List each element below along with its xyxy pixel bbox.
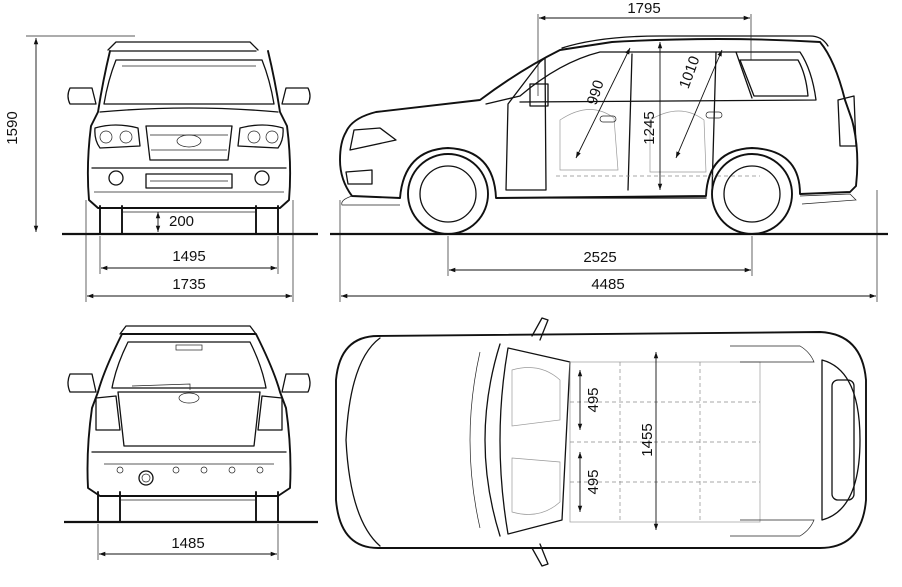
dim-overall-length-label: 4485 — [591, 276, 624, 293]
dim-ground-clearance-label: 200 — [169, 213, 194, 230]
front-view: 1590 200 1495 1735 — [4, 35, 318, 302]
dim-wheelbase-label: 2525 — [583, 249, 616, 266]
dim-interior-height-label: 1245 — [641, 111, 658, 144]
dim-roof-length-label: 1795 — [627, 0, 660, 17]
top-view: 495 495 1455 — [335, 317, 867, 567]
left-mirror — [67, 87, 97, 105]
dim-seat-width-rear-label: 495 — [585, 469, 602, 494]
dim-rear-track-label: 1485 — [171, 535, 204, 552]
right-headlight — [237, 124, 284, 149]
dim-front-track-label: 1495 — [172, 248, 205, 265]
side-mirror — [529, 83, 549, 107]
dim-seat-width-front-label: 495 — [585, 387, 602, 412]
dim-front-headroom-label: 990 — [584, 78, 608, 107]
dim-interior-width-label: 1455 — [639, 423, 656, 456]
right-mirror — [281, 87, 311, 105]
front-wheel — [407, 153, 489, 235]
front-door — [505, 57, 547, 191]
front-grille — [145, 125, 233, 161]
dim-overall-width-label: 1735 — [172, 276, 205, 293]
side-view: 1795 990 1010 1245 2525 4485 — [330, 0, 888, 302]
left-headlight — [94, 124, 141, 149]
dim-height-label: 1590 — [4, 111, 21, 144]
dim-rear-headroom-label: 1010 — [676, 54, 703, 91]
rear-view: 1485 — [64, 325, 318, 560]
rear-wheel — [711, 153, 793, 235]
